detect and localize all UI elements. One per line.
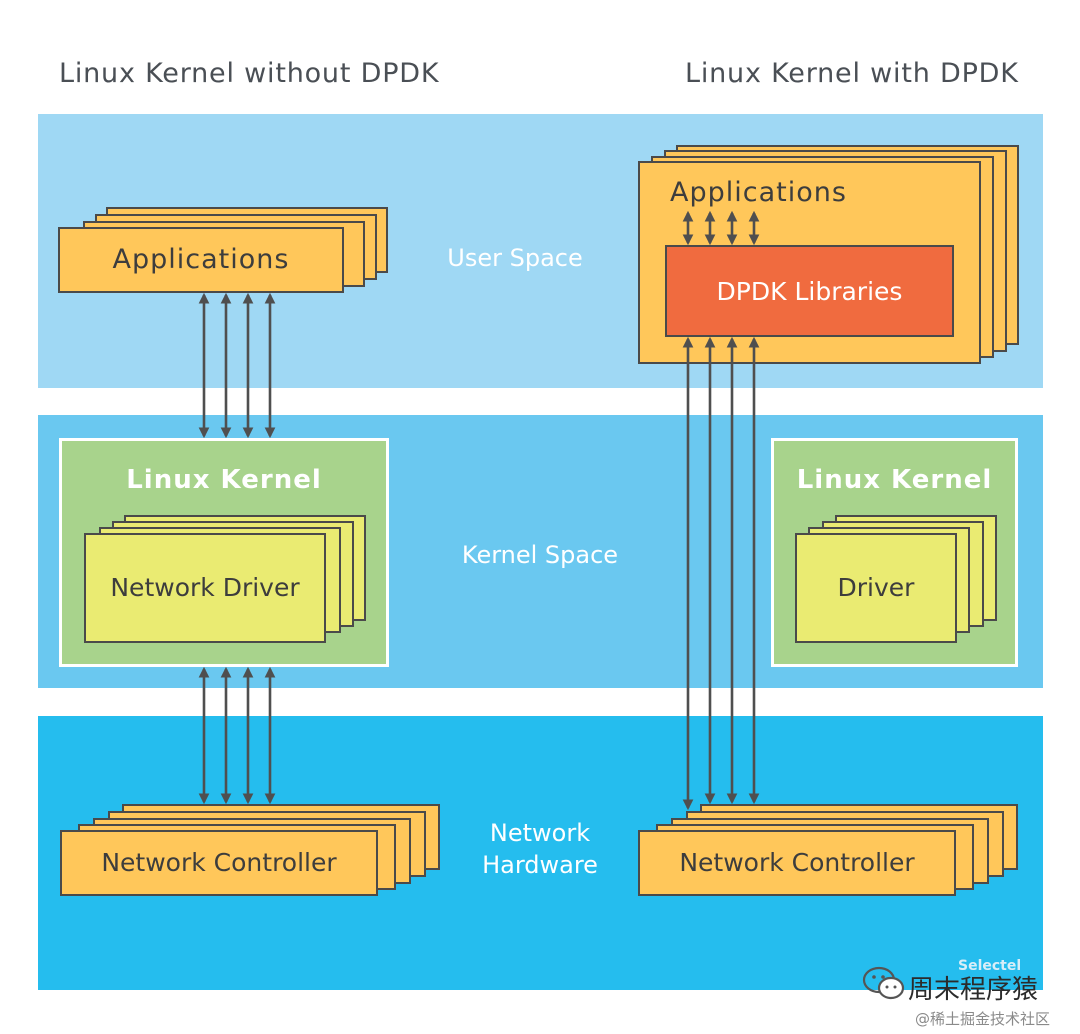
left-applications-label: Applications xyxy=(112,244,290,275)
wechat-account-name: 周末程序猿 xyxy=(908,975,1039,1005)
right-diagram-title: Linux Kernel with DPDK xyxy=(685,58,1019,89)
dpdk-libraries-block: DPDK Libraries xyxy=(665,245,954,337)
wechat-icon xyxy=(862,966,905,1000)
left-linux-kernel-title: Linux Kernel xyxy=(126,465,322,495)
right-linux-kernel-title: Linux Kernel xyxy=(796,465,993,495)
left-network-driver-card: Network Driver xyxy=(84,533,326,643)
right-network-controller-card: Network Controller xyxy=(638,830,956,896)
user-space-label: User Space xyxy=(447,244,583,272)
right-driver-label: Driver xyxy=(837,573,915,602)
left-applications-card: Applications xyxy=(58,227,344,293)
network-hardware-label-line1: Network xyxy=(489,819,591,847)
kernel-space-label: Kernel Space xyxy=(461,541,619,569)
right-applications-label: Applications xyxy=(670,177,847,208)
right-network-controller-label: Network Controller xyxy=(679,848,915,877)
selectel-watermark: Selectel xyxy=(958,958,1022,974)
network-hardware-label-line2: Hardware xyxy=(482,851,598,879)
left-diagram-title: Linux Kernel without DPDK xyxy=(59,58,440,89)
dpdk-libraries-label: DPDK Libraries xyxy=(716,277,903,306)
left-network-controller-label: Network Controller xyxy=(101,848,337,877)
left-network-controller-card: Network Controller xyxy=(60,830,378,896)
community-watermark: @稀土掘金技术社区 xyxy=(915,1010,1051,1028)
left-network-driver-label: Network Driver xyxy=(110,573,300,602)
right-driver-card: Driver xyxy=(795,533,957,643)
